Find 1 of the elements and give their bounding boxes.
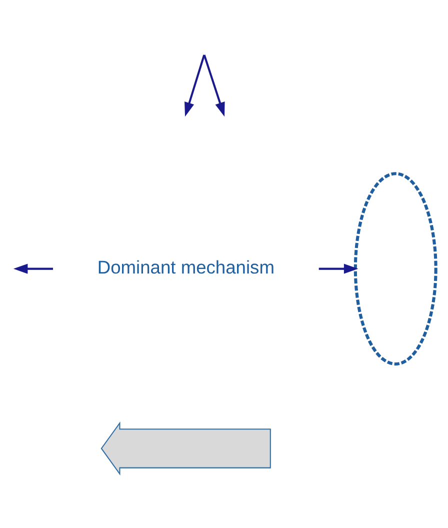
node-text: Dominant mechanism	[97, 256, 274, 278]
